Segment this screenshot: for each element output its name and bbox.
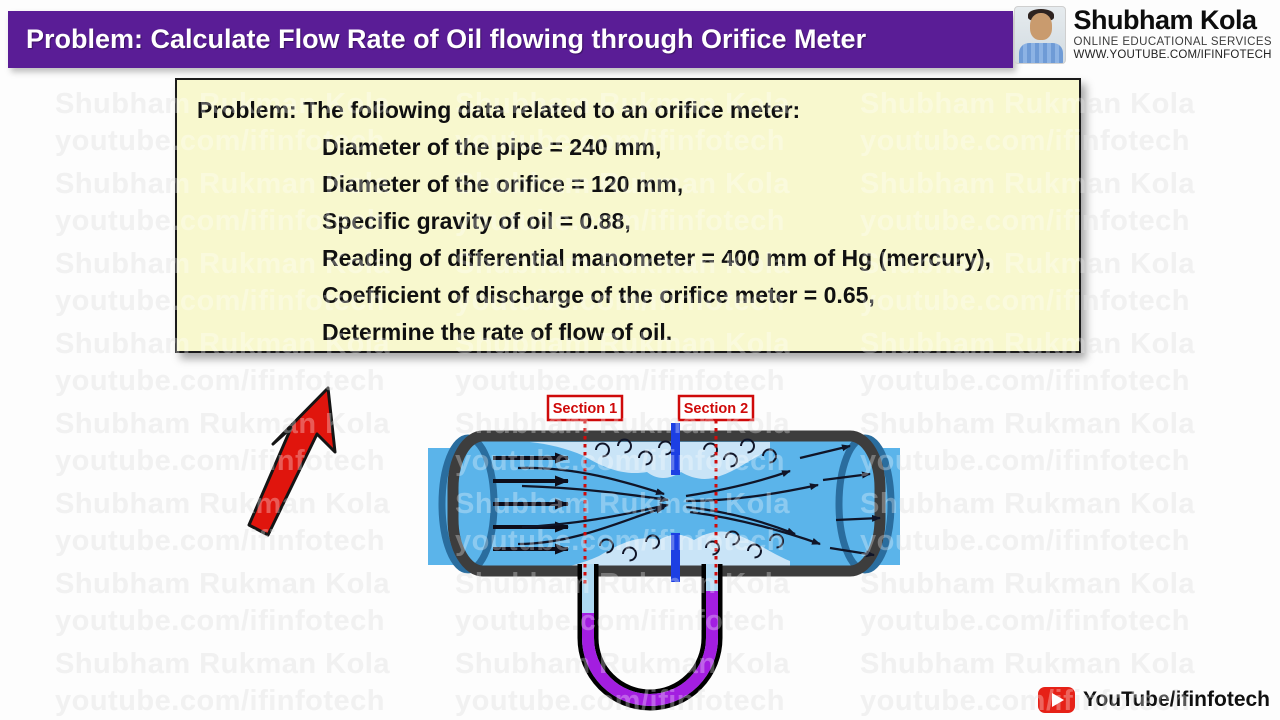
problem-line: Diameter of the orifice = 120 mm, — [322, 171, 684, 197]
streamline — [521, 503, 669, 529]
watermark-text: Shubham Rukman Kola — [55, 568, 390, 600]
problem-line: Problem: The following data related to a… — [197, 97, 801, 123]
problem-line: Reading of differential manometer = 400 … — [322, 245, 992, 271]
presenter-url: WWW.YOUTUBE.COM/IFINFOTECH — [1073, 49, 1272, 61]
streamline — [685, 469, 791, 498]
streamline — [822, 471, 871, 482]
streamline — [685, 505, 796, 536]
presenter-tagline: ONLINE EDUCATIONAL SERVICES — [1073, 36, 1272, 48]
streamline — [517, 506, 665, 546]
pipe-outline — [447, 430, 886, 577]
orifice-plate-bottom — [671, 533, 680, 582]
problem-line: Specific gravity of oil = 0.88, — [322, 208, 631, 234]
orifice-diagram: Section 1 Section 2 — [428, 394, 900, 711]
presenter-photo-shirt — [1018, 43, 1063, 63]
problem-line: Diameter of the pipe = 240 mm, — [322, 134, 662, 160]
watermark-text: Shubham Rukman Kola — [55, 648, 390, 680]
watermark-text: Shubham Rukman Kola — [55, 568, 390, 600]
presenter-name: Shubham Kola — [1073, 5, 1258, 35]
presenter-photo — [1013, 6, 1066, 64]
header-bar: Problem: Calculate Flow Rate of Oil flow… — [8, 11, 1013, 68]
streamline — [517, 466, 665, 496]
annotation-arrow-shape — [247, 386, 337, 537]
branding-block: Shubham Kola ONLINE EDUCATIONAL SERVICES… — [1013, 5, 1272, 64]
section2-label-box — [677, 394, 755, 422]
streamlines — [517, 444, 881, 558]
section2-label: Section 2 — [684, 401, 748, 417]
streamline — [835, 514, 881, 522]
streamline — [521, 484, 669, 503]
presenter-photo-face — [1029, 13, 1052, 40]
streamline — [829, 546, 875, 558]
watermark-text: youtube.com/ifinfotech — [55, 685, 385, 717]
problem-line: Coefficient of discharge of the orifice … — [322, 282, 875, 308]
recirculation-zone-top — [530, 442, 770, 479]
section1-label-box — [546, 394, 624, 422]
watermark-text: Shubham Rukman Kola — [55, 648, 390, 680]
streamline — [689, 510, 821, 546]
watermark-text: youtube.com/ifinfotech — [55, 605, 385, 637]
problem-box: Problem: The following data related to a… — [175, 78, 1081, 353]
page-title: Problem: Calculate Flow Rate of Oil flow… — [26, 24, 867, 54]
youtube-icon — [1037, 687, 1075, 713]
channel-label: YouTube/ifinfotech — [1082, 688, 1270, 711]
section1-label: Section 1 — [553, 401, 617, 417]
annotation-arrow — [247, 386, 337, 537]
manometer-mercury — [582, 591, 718, 706]
channel-badge: YouTube/ifinfotech — [1037, 687, 1270, 713]
watermark-text: youtube.com/ifinfotech — [55, 685, 385, 717]
problem-line: Determine the rate of flow of oil. — [322, 319, 673, 345]
recirculation-zone-bottom — [548, 531, 790, 569]
streamline — [799, 444, 851, 460]
watermark-text: youtube.com/ifinfotech — [55, 605, 385, 637]
streamline — [685, 483, 819, 503]
orifice-plate-top — [671, 423, 680, 475]
